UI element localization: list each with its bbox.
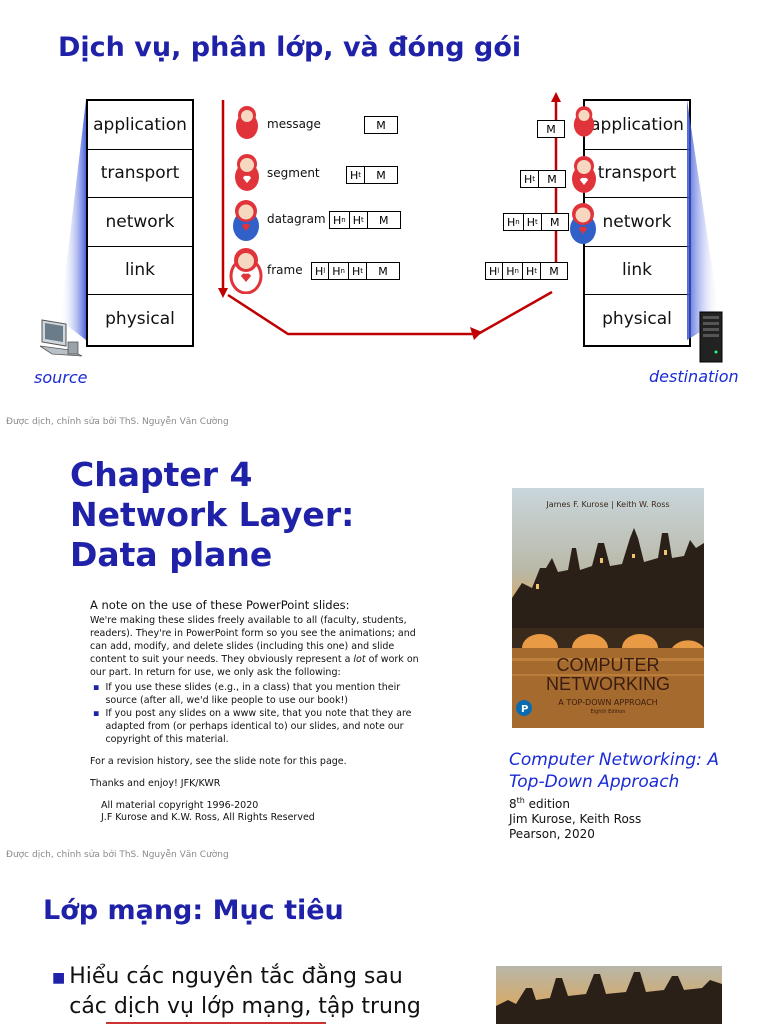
slide-3-title: Lớp mạng: Mục tiêu [43, 895, 344, 926]
dest-doll-transport-icon [570, 154, 598, 194]
book-cover-title-line-1: COMPUTER [512, 656, 704, 675]
source-label: source [34, 368, 87, 387]
note-bullet-1: ▪ If you use these slides (e.g., in a cl… [93, 681, 430, 707]
doll-datagram-icon [231, 198, 261, 242]
pdu-label-message: message [267, 117, 321, 131]
book-authors: Jim Kurose, Keith Ross [509, 812, 719, 827]
slide-3-book-cover-image [496, 966, 722, 1024]
usage-note: A note on the use of these PowerPoint sl… [90, 598, 430, 824]
flow-arrow-head-down [218, 288, 228, 298]
dest-doll-network-icon [568, 201, 598, 245]
payload-field: M [542, 214, 568, 230]
payload-field: M [365, 117, 397, 133]
destination-server-icon [700, 312, 722, 362]
doll-segment-icon [233, 152, 261, 192]
book-cover-edition: Eighth Edition [512, 709, 704, 715]
slide-1-footer: Được dịch, chỉnh sửa bởi ThS. Nguyễn Văn… [6, 417, 229, 427]
note-paragraph: We're making these slides freely availab… [90, 614, 430, 679]
book-info: Computer Networking: A Top-Down Approach… [509, 749, 719, 842]
payload-field: M [367, 263, 399, 279]
slide-2-footer: Được dịch, chỉnh sửa bởi ThS. Nguyễn Văn… [6, 850, 229, 860]
pdu-label-frame: frame [267, 263, 303, 277]
slide-3-bullet-line-1: Hiểu các nguyên tắc đằng sau [69, 962, 421, 992]
chapter-title: Chapter 4 Network Layer: Data plane [70, 455, 354, 575]
chapter-title-line-1: Chapter 4 [70, 455, 354, 495]
note-thanks: Thanks and enjoy! JFK/KWR [90, 777, 430, 790]
note-revision: For a revision history, see the slide no… [90, 755, 430, 768]
book-cover-authors: James F. Kurose | Keith W. Ross [512, 500, 704, 509]
book-cover-title-line-2: NETWORKING [512, 675, 704, 694]
slide-1-title: Dịch vụ, phân lớp, và đóng gói [58, 32, 521, 63]
dest-doll-application-icon [572, 104, 596, 138]
note-heading: A note on the use of these PowerPoint sl… [90, 598, 430, 613]
note-bullet-2: ▪ If you post any slides on a www site, … [93, 707, 430, 746]
book-title-line-2: Top-Down Approach [509, 771, 719, 793]
destination-label: destination [649, 367, 739, 386]
note-copyright-1: All material copyright 1996-2020 [101, 800, 430, 812]
payload-field: M [539, 171, 565, 187]
note-copyright-2: J.F Kurose and K.W. Ross, All Rights Res… [101, 812, 430, 824]
flow-arrow-head-up [551, 92, 561, 102]
payload-field: M [541, 263, 567, 279]
pdu-label-datagram: datagram [267, 212, 326, 226]
payload-field: M [538, 121, 564, 137]
message-packet: M [364, 116, 398, 134]
note-bullet-1-text: If you use these slides (e.g., in a clas… [105, 681, 430, 707]
book-cover-subtitle: A TOP-DOWN APPROACH [512, 698, 704, 707]
payload-field: M [365, 167, 397, 183]
payload-field: M [368, 212, 400, 228]
book-title-line-1: Computer Networking: A [509, 749, 719, 771]
doll-message-icon [234, 104, 260, 140]
slide-3-bullet: ■ Hiểu các nguyên tắc đằng sau các dịch … [52, 962, 421, 1022]
book-edition: 8th edition [509, 793, 719, 812]
slide-3-cut-line [66, 1018, 366, 1024]
doll-frame-icon [229, 246, 263, 294]
book-cover-title: COMPUTER NETWORKING [512, 656, 704, 694]
book-cover-image: P James F. Kurose | Keith W. Ross COMPUT… [512, 488, 704, 728]
pdu-label-segment: segment [267, 166, 320, 180]
slide-3-book-cover-art [496, 966, 722, 1024]
destination-shading [687, 100, 720, 340]
book-publisher: Pearson, 2020 [509, 827, 719, 842]
chapter-title-line-2: Network Layer: [70, 495, 354, 535]
note-bullet-2-text: If you post any slides on a www site, th… [105, 707, 430, 746]
transport-header: Ht [350, 212, 368, 228]
bullet-marker-icon: ■ [52, 963, 65, 1022]
chapter-title-line-3: Data plane [70, 535, 354, 575]
source-shading [60, 100, 86, 340]
dest-message-packet: M [537, 120, 565, 138]
